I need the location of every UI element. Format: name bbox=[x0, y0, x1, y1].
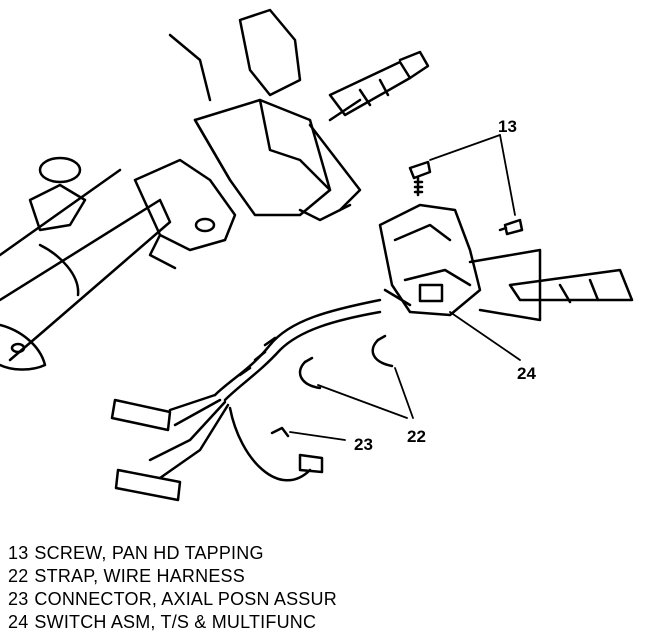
screw-13-lower bbox=[498, 218, 524, 236]
legend-number: 23 bbox=[8, 589, 29, 609]
harness-connector-small bbox=[298, 453, 324, 474]
legend-text: SCREW, PAN HD TAPPING bbox=[34, 543, 264, 563]
legend-text: CONNECTOR, AXIAL POSN ASSUR bbox=[34, 589, 337, 609]
legend-text: STRAP, WIRE HARNESS bbox=[34, 566, 245, 586]
harness-connector-upper bbox=[110, 398, 172, 432]
legend-number: 24 bbox=[8, 612, 29, 632]
legend-text: SWITCH ASM, T/S & MULTIFUNC bbox=[34, 612, 317, 632]
leader-lines bbox=[289, 134, 521, 441]
harness-connector-lower bbox=[114, 468, 182, 502]
upper-shaft bbox=[328, 50, 430, 117]
legend-number: 22 bbox=[8, 566, 29, 586]
axial-posn-assur-connector bbox=[270, 426, 290, 438]
turn-signal-lever bbox=[468, 248, 634, 322]
wire-harness-strap-right bbox=[371, 334, 394, 368]
screw-13-upper bbox=[408, 160, 432, 197]
column-housing bbox=[28, 8, 362, 270]
callout-23: 23 bbox=[354, 435, 373, 454]
wire-harness-strap-left bbox=[298, 356, 322, 390]
wire-harness bbox=[148, 298, 382, 482]
steering-column-tube bbox=[0, 168, 172, 371]
callout-22: 22 bbox=[407, 427, 426, 446]
callout-13: 13 bbox=[498, 117, 517, 136]
callout-24: 24 bbox=[517, 364, 536, 383]
steering-column-exploded-diagram bbox=[0, 8, 634, 502]
multifunction-switch-assembly bbox=[378, 203, 482, 317]
legend-number: 13 bbox=[8, 543, 29, 563]
